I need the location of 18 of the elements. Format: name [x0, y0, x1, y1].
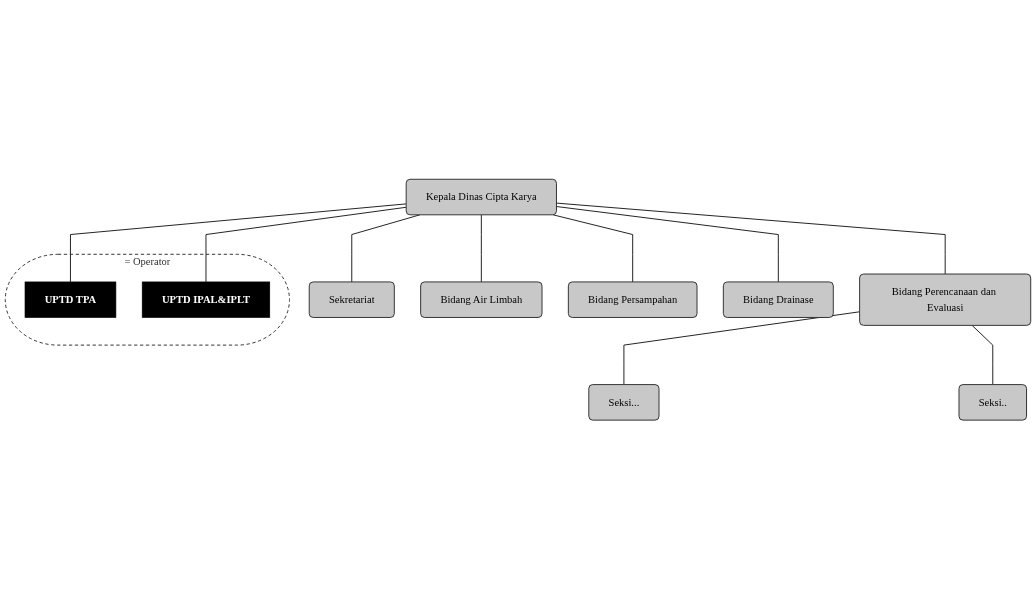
node-box: Bidang Persampahan: [567, 281, 698, 318]
connector: [623, 311, 861, 385]
node-box: Seksi..: [958, 383, 1028, 421]
connector: [971, 324, 994, 385]
connector: [480, 214, 482, 283]
connector: [69, 203, 407, 283]
node-box: UPTD TPA: [24, 281, 117, 318]
node-box: UPTD IPAL&IPLT: [141, 281, 271, 318]
node-box: Seksi...: [588, 383, 660, 421]
node-box: Bidang Drainase: [722, 281, 834, 318]
node-box: Kepala Dinas Cipta Karya: [405, 178, 557, 216]
connector: [556, 202, 946, 275]
connector: [556, 205, 779, 283]
node-box: Bidang Perencanaan dan Evaluasi: [859, 273, 1032, 326]
node-box: Bidang Air Limbah: [420, 281, 543, 318]
node-label: = Operator: [124, 256, 171, 268]
connector: [205, 206, 407, 283]
node-box: Sekretariat: [308, 281, 395, 318]
